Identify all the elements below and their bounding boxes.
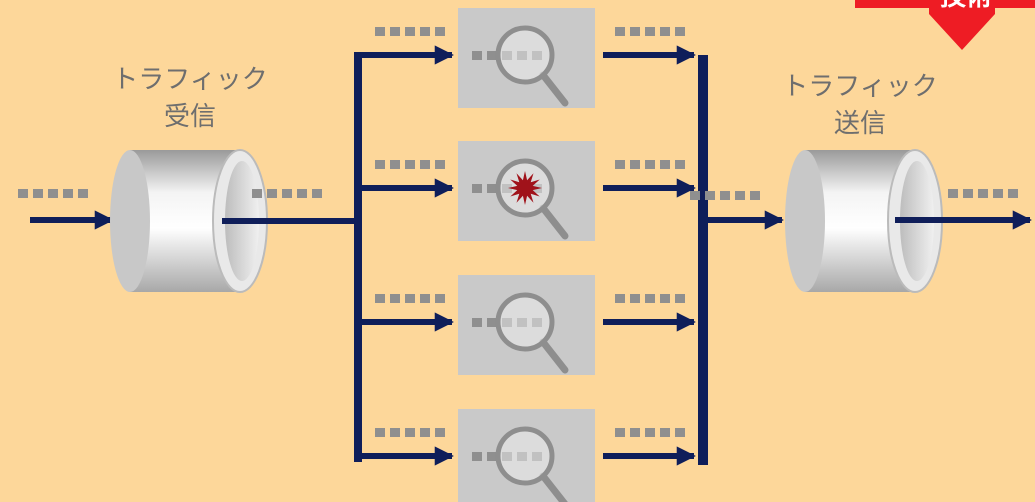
inspection-row — [358, 275, 696, 375]
receive-label-line1: トラフィック — [112, 65, 267, 95]
row-input-packets — [375, 428, 445, 437]
row-output-packets — [615, 294, 685, 303]
threat-magnifier-icon — [495, 158, 569, 240]
badge-text: 技術 — [940, 0, 992, 12]
inspection-row — [358, 409, 696, 502]
outgoing-traffic — [895, 189, 1032, 230]
magnifier-icon — [495, 25, 569, 107]
inspection-row — [358, 141, 696, 241]
receive-cylinder — [110, 149, 268, 293]
receive-label-line2: 受信 — [164, 102, 216, 132]
send-label-line1: トラフィック — [782, 72, 937, 102]
send-input — [690, 191, 784, 230]
incoming-packets — [18, 189, 88, 198]
threat-burst-icon — [508, 171, 542, 205]
outgoing-packets — [948, 189, 1018, 198]
row-output-packets — [615, 160, 685, 169]
row-output-packets — [615, 428, 685, 437]
magnifier-icon — [495, 426, 568, 502]
inspection-rows — [358, 8, 696, 502]
traffic-send-label: トラフィック 送信 — [782, 72, 937, 139]
magnifier-icon — [495, 292, 569, 374]
row-output-packets — [615, 27, 685, 36]
send-label-line2: 送信 — [834, 109, 886, 139]
traffic-receive-label: トラフィック 受信 — [112, 65, 267, 132]
incoming-traffic — [18, 189, 114, 230]
inspection-row — [358, 8, 696, 108]
row-input-packets — [375, 294, 445, 303]
row-input-packets — [375, 160, 445, 169]
receive-output — [222, 189, 358, 224]
row-input-packets — [375, 27, 445, 36]
technology-badge: 技術 — [855, 0, 1035, 50]
